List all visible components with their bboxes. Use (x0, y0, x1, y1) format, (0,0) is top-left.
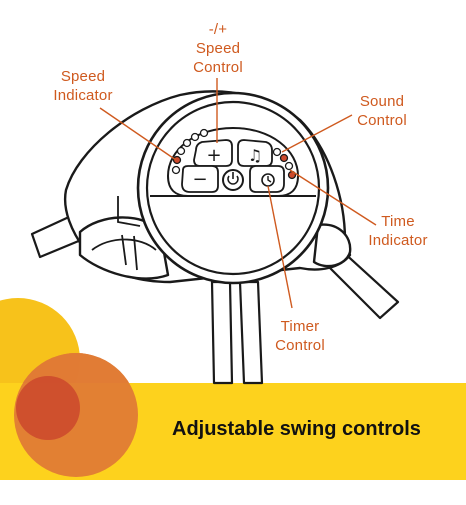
time-indicator-label: Time Indicator (362, 212, 434, 250)
sound-button[interactable]: ♫ (237, 139, 273, 167)
music-note-icon: ♫ (248, 146, 262, 165)
minus-icon: − (192, 169, 207, 190)
time-indicator-lights (272, 147, 297, 180)
power-icon (227, 172, 239, 185)
speed-indicator-lights (171, 128, 209, 175)
speed-control-label: -/+ Speed Control (190, 20, 246, 77)
speed-indicator-label: Speed Indicator (48, 67, 118, 105)
right-leg-upright (238, 280, 264, 385)
speed-indicator-line1: Speed (60, 68, 106, 85)
right-knob (312, 223, 352, 268)
time-light (272, 147, 282, 157)
sound-control-label: Sound Control (352, 92, 412, 130)
time-indicator-line1: Time (381, 213, 415, 230)
speed-light (182, 138, 192, 148)
speed-plus-button[interactable]: + (193, 139, 233, 167)
speed-minus-button[interactable]: − (181, 165, 219, 193)
speed-indicator-line2: Indicator (53, 87, 113, 104)
speed-light (190, 132, 200, 142)
timer-control-line2: Control (275, 337, 325, 354)
time-indicator-line2: Indicator (368, 232, 428, 249)
plus-icon: + (206, 145, 221, 166)
speed-indicator-line (99, 107, 177, 161)
left-leg (210, 280, 234, 385)
timer-control-line (267, 185, 293, 309)
time-light (279, 153, 289, 163)
sound-control-line2: Control (357, 112, 407, 129)
speed-control-line1: -/+ (208, 21, 228, 38)
sound-control-line (281, 114, 353, 153)
clock-icon (261, 173, 275, 187)
caption-text: Adjustable swing controls (172, 418, 421, 440)
sound-control-line1: Sound (359, 93, 405, 110)
time-indicator-line (289, 169, 377, 226)
housing-details (91, 196, 157, 271)
power-button[interactable] (222, 169, 244, 191)
speed-control-line3: Control (193, 59, 243, 76)
control-dial: + − ♫ (136, 91, 330, 285)
timer-control-label: Timer Control (268, 317, 332, 355)
speed-light (171, 165, 181, 175)
time-light (284, 161, 294, 171)
speed-light (172, 155, 182, 165)
timer-button[interactable] (249, 165, 285, 193)
speed-light (176, 146, 186, 156)
callout-lines (99, 78, 377, 309)
speed-light (199, 128, 209, 138)
timer-control-line1: Timer (280, 318, 320, 335)
red-circle-front (16, 376, 80, 440)
speed-control-line2: Speed (195, 40, 241, 57)
